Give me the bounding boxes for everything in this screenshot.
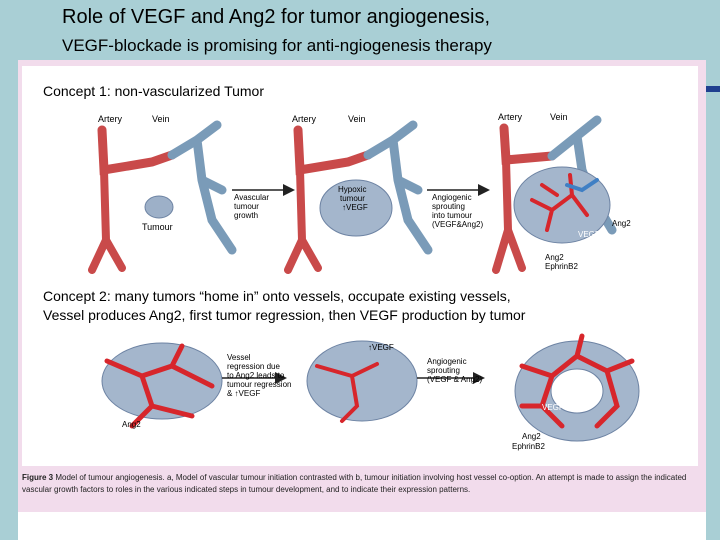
- slide-title-line2: VEGF-blockade is promising for anti-ngio…: [62, 36, 492, 56]
- tumour-cluster-b: [307, 341, 417, 421]
- vegf-up-label: ↑VEGF: [368, 343, 394, 352]
- small-tumour: [145, 196, 173, 218]
- vein-vessel: [172, 125, 232, 250]
- right-decor-strip: [706, 62, 720, 540]
- slide-title-line1: Role of VEGF and Ang2 for tumor angiogen…: [62, 6, 490, 29]
- artery-vessel: [102, 130, 172, 170]
- caption-figure-number: Figure 3: [22, 473, 55, 482]
- ang2-label: Ang2: [612, 219, 631, 228]
- concept2-heading-line2: Vessel produces Ang2, first tumor regres…: [43, 307, 525, 323]
- vein-label: Vein: [152, 114, 170, 124]
- artery-label-c: Artery: [498, 112, 523, 122]
- ang2-label-c2: Ang2: [122, 420, 141, 429]
- vegf-label: VEGF: [578, 230, 600, 239]
- caption-text: Model of tumour angiogenesis. a, Model o…: [22, 473, 686, 494]
- artery-label: Artery: [98, 114, 123, 124]
- tumour-label: Tumour: [142, 222, 173, 232]
- vegf-label-c2: VEGF: [542, 403, 564, 412]
- concept1-heading: Concept 1: non-vascularized Tumor: [43, 83, 264, 99]
- vein-label-b: Vein: [348, 114, 366, 124]
- vein-label-c: Vein: [550, 112, 568, 122]
- left-decor-strip: [0, 62, 18, 540]
- artery-branches: [92, 170, 122, 270]
- figure-caption: Figure 3 Model of tumour angiogenesis. a…: [22, 472, 698, 496]
- artery-label-b: Artery: [292, 114, 317, 124]
- concept2-heading-line1: Concept 2: many tumors “home in” onto ve…: [43, 288, 511, 304]
